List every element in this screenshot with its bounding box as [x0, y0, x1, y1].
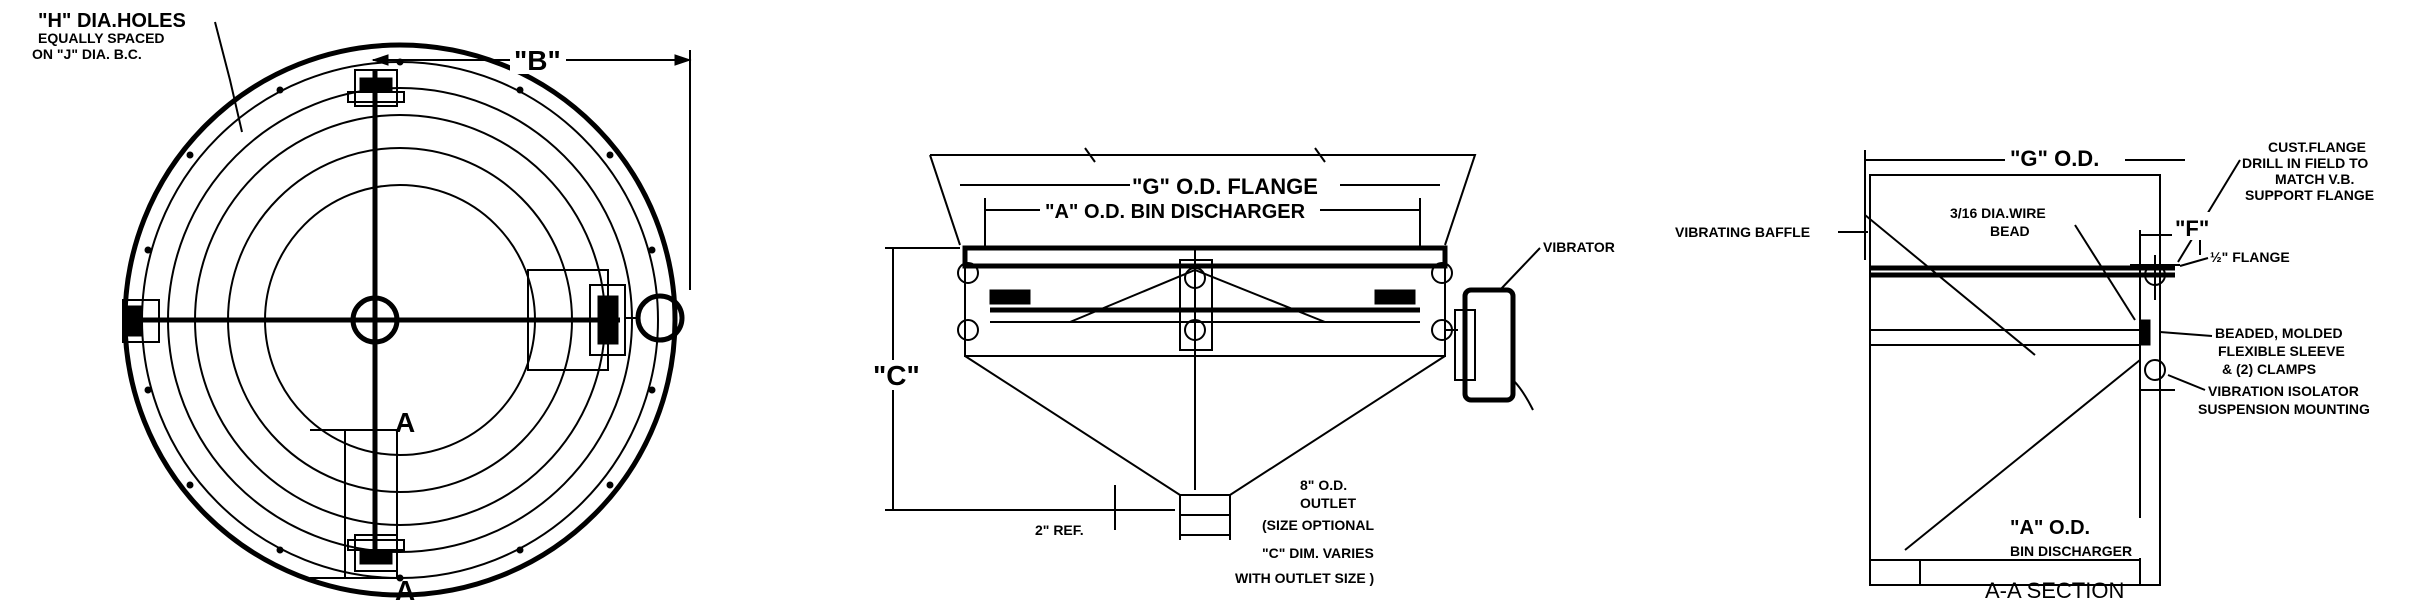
hopper-top — [930, 154, 1477, 246]
baffle-label: VIBRATING BAFFLE — [1675, 224, 1810, 240]
sleeve-line3: & (2) CLAMPS — [2222, 361, 2316, 377]
section-body — [1869, 174, 2161, 586]
dim-g-label: "G" O.D. FLANGE — [1132, 174, 1318, 199]
section-title: A-A SECTION — [1985, 578, 2124, 603]
section-cut — [310, 429, 398, 579]
isolator-line1: VIBRATION ISOLATOR — [2208, 383, 2359, 399]
h-callout-line2: EQUALLY SPACED — [38, 30, 165, 46]
right-isolator-mount — [527, 269, 685, 371]
bolt-holes — [144, 58, 656, 582]
isolator-line2: SUSPENSION MOUNTING — [2198, 401, 2370, 417]
top-view: A A "H" DIA.HOLES EQUALLY SPACED ON "J" … — [32, 10, 692, 606]
sleeve-line2: FLEXIBLE SLEEVE — [2218, 343, 2345, 359]
top-isolator-mount — [347, 69, 405, 107]
cust-flange-line3: MATCH V.B. — [2275, 171, 2354, 187]
outlet-note-2: OUTLET — [1300, 495, 1356, 511]
dim-f-label: "F" — [2175, 216, 2209, 241]
bottom-isolator-mount — [347, 534, 405, 572]
ref-label: 2" REF. — [1035, 522, 1084, 538]
outlet-spout — [1179, 494, 1231, 516]
dim-b-label: "B" — [514, 45, 561, 76]
baffle-peak — [1069, 268, 1326, 323]
h-callout-line1: "H" DIA.HOLES — [38, 10, 186, 32]
discharger-body — [964, 265, 1446, 357]
vibrator — [1445, 247, 1541, 411]
section-dim-g-label: "G" O.D. — [2010, 146, 2099, 171]
section-dim-a-line1: "A" O.D. — [2010, 517, 2090, 539]
outlet-note-5: WITH OUTLET SIZE ) — [1235, 570, 1374, 586]
cust-flange-line1: CUST.FLANGE — [2268, 139, 2366, 155]
side-view: "G" O.D. FLANGE "A" O.D. BIN DISCHARGER — [870, 147, 1615, 586]
left-isolator-mount — [122, 299, 160, 343]
dim-a-label: "A" O.D. BIN DISCHARGER — [1045, 201, 1306, 223]
section-mark-top: A — [395, 407, 415, 438]
h-callout-line3: ON "J" DIA. B.C. — [32, 46, 142, 62]
wire-bead-line2: BEAD — [1990, 223, 2030, 239]
flange-plate — [962, 245, 1448, 269]
half-flange-label: ½" FLANGE — [2210, 249, 2290, 265]
cust-flange-line4: SUPPORT FLANGE — [2245, 187, 2374, 203]
cust-flange-line2: DRILL IN FIELD TO — [2242, 155, 2368, 171]
section-view: "G" O.D. VIBRATING BAFFLE 3/16 DIA.WIRE … — [1675, 139, 2374, 603]
sleeve-line1: BEADED, MOLDED — [2215, 325, 2343, 341]
vibrator-label: VIBRATOR — [1543, 239, 1615, 255]
section-dim-a-line2: BIN DISCHARGER — [2010, 543, 2132, 559]
outlet-note-1: 8" O.D. — [1300, 477, 1347, 493]
outlet-note-3: (SIZE OPTIONAL — [1262, 517, 1374, 533]
section-baffle — [1864, 214, 2036, 356]
hopper-cone — [964, 355, 1446, 496]
section-cone — [1904, 359, 2141, 551]
wire-bead-line1: 3/16 DIA.WIRE — [1950, 205, 2046, 221]
outlet-note-4: "C" DIM. VARIES — [1262, 545, 1374, 561]
dim-c-label: "C" — [873, 360, 920, 391]
h-leader — [214, 21, 243, 133]
section-mark-bottom: A — [395, 575, 415, 606]
